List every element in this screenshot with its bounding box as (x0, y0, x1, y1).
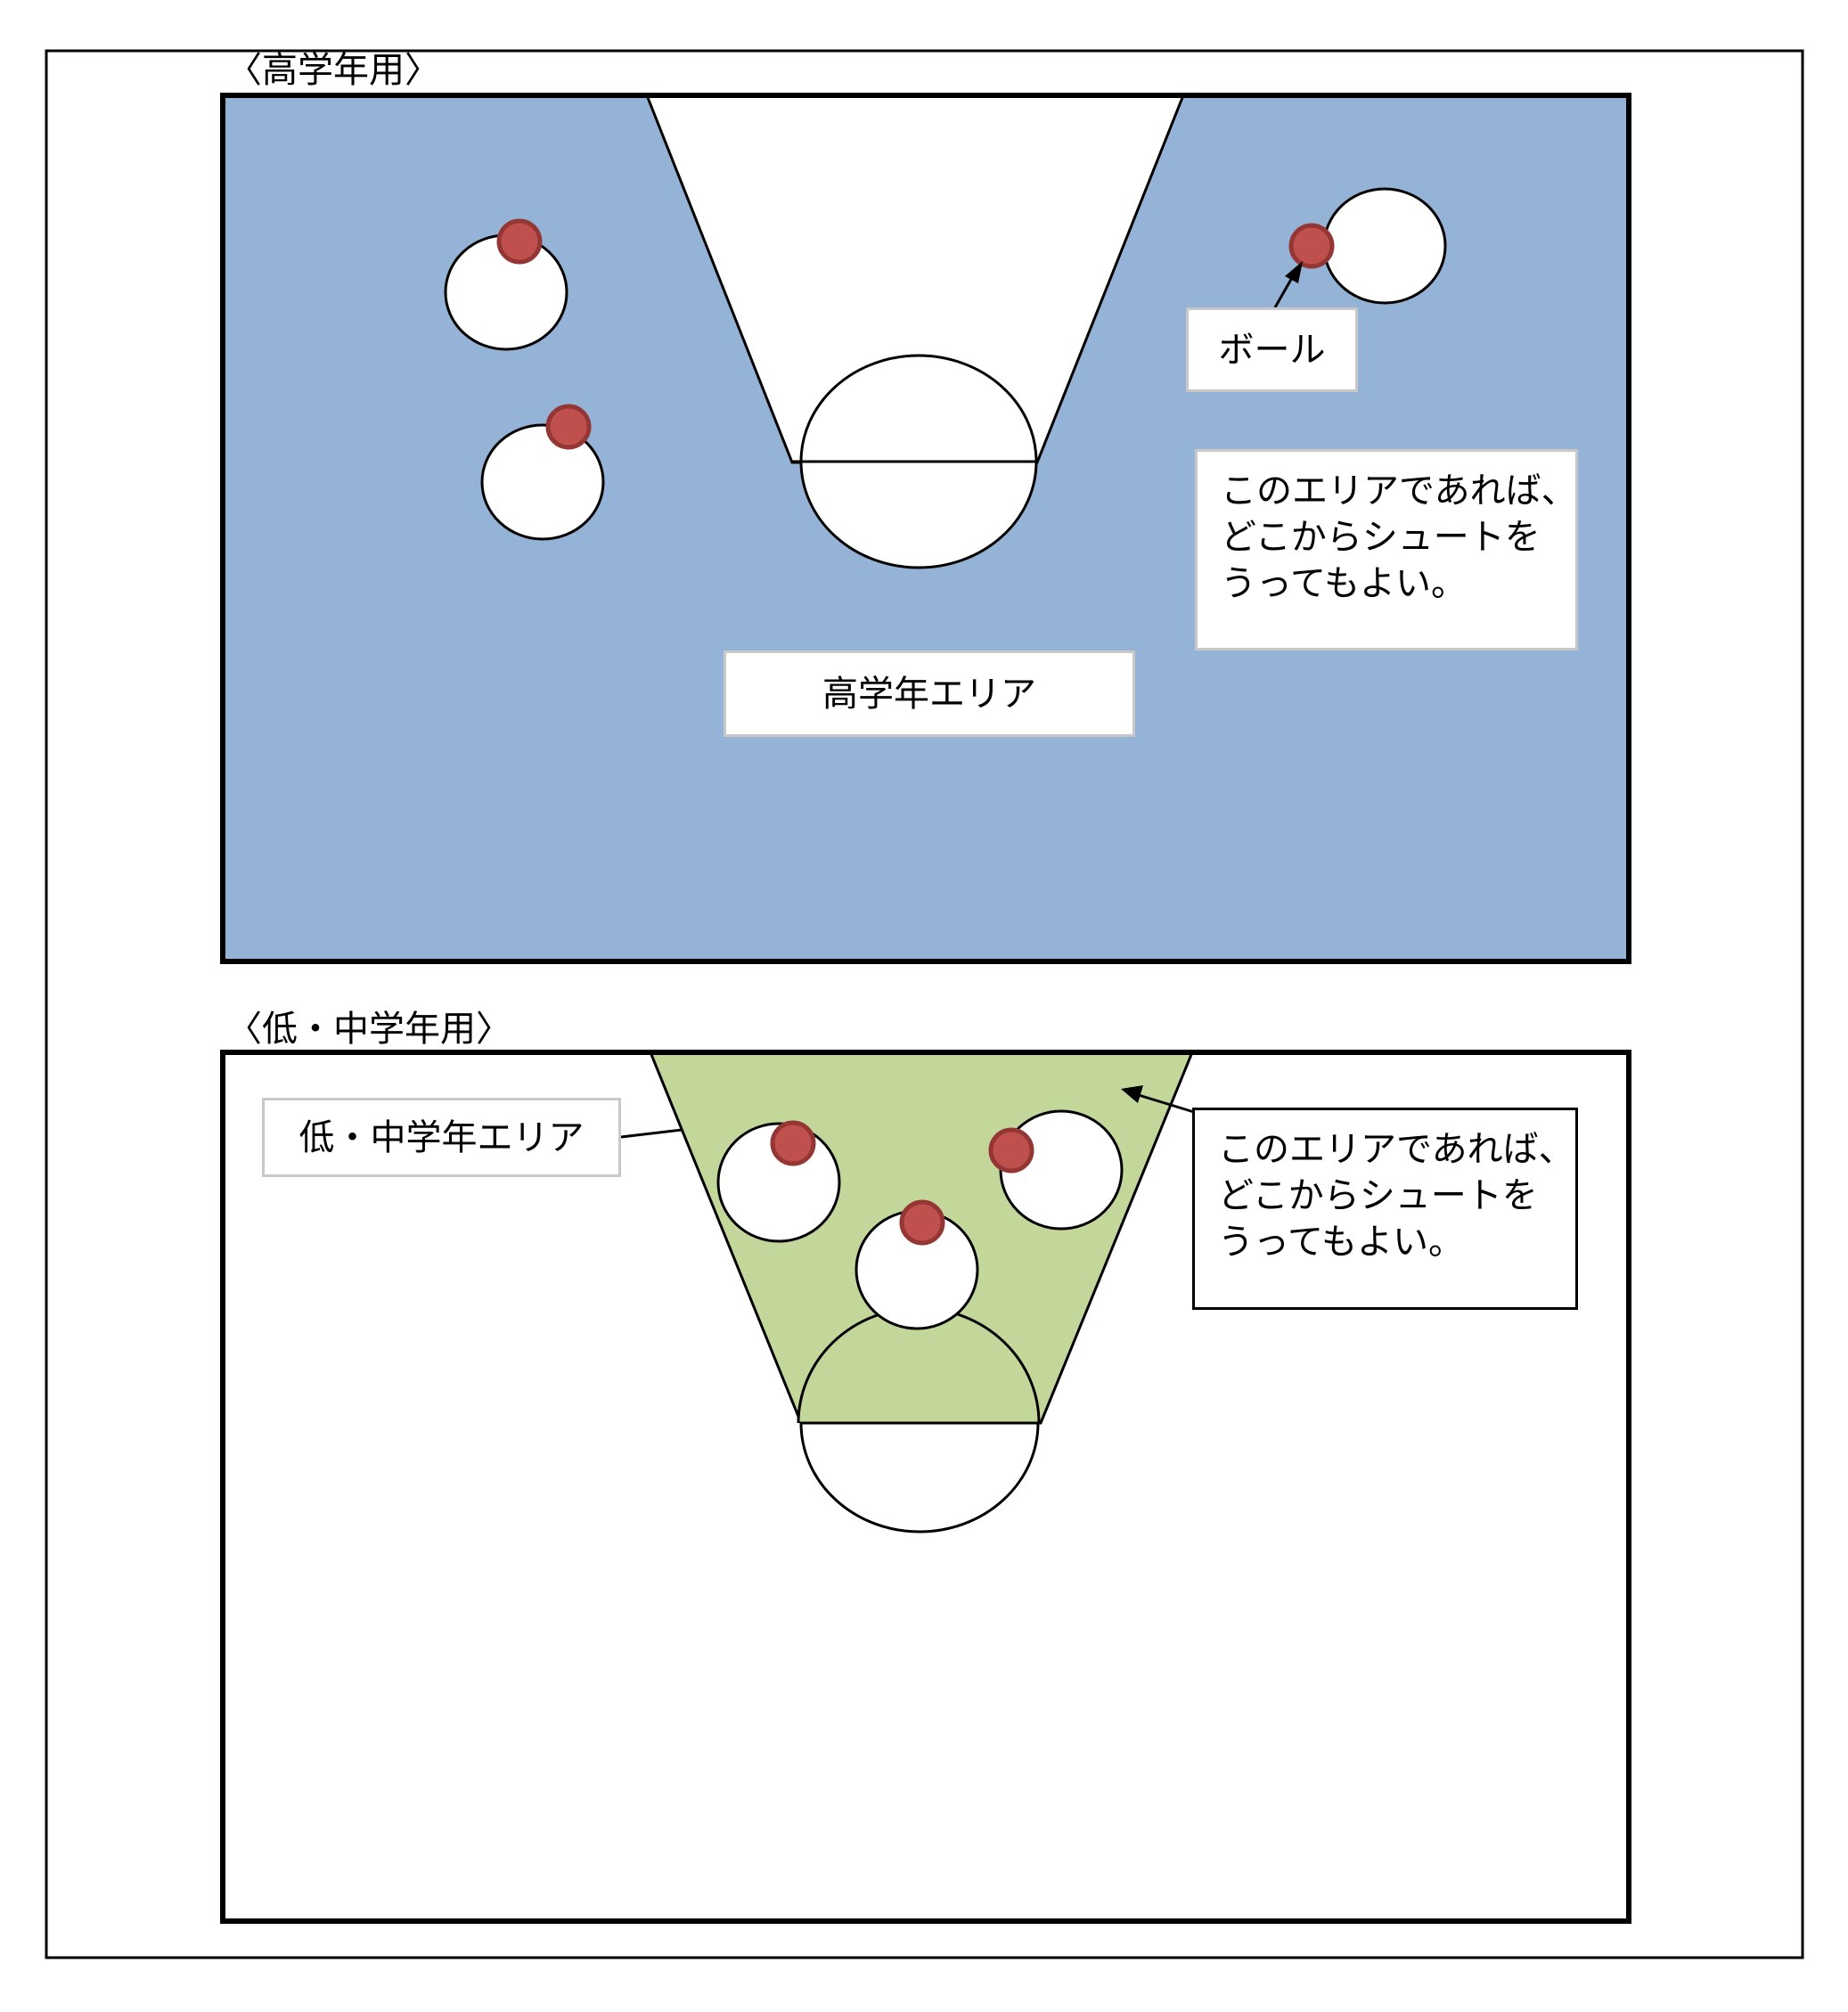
lower-note-arrowhead (1121, 1085, 1143, 1103)
upper-area-label-box: 高学年エリア (724, 650, 1135, 737)
ball (1288, 223, 1335, 269)
upper-note-box: このエリアであれば、 どこからシュートを うってもよい。 (1195, 449, 1578, 650)
lower-note-box: このエリアであれば、 どこからシュートを うってもよい。 (1192, 1108, 1578, 1310)
player (480, 423, 605, 541)
ball (899, 1199, 945, 1246)
lower-section-heading: 〈低・中学年用〉 (226, 1009, 511, 1050)
lower-note-line: どこからシュートを (1218, 1175, 1538, 1216)
ball-pointer-arrowhead (1285, 261, 1303, 283)
ball (496, 218, 543, 265)
upper-court (220, 93, 1631, 964)
outer-frame (45, 49, 1804, 1959)
upper-area-label: 高学年エリア (822, 673, 1036, 715)
ball-label-box: ボール (1186, 307, 1358, 392)
upper-section-heading: 〈高学年用〉 (226, 50, 440, 91)
lower-note-line: このエリアであれば、 (1218, 1129, 1574, 1170)
upper-court-border (220, 93, 1631, 964)
ball (988, 1127, 1034, 1174)
lower-free-throw-arc-bottom (799, 1421, 1040, 1534)
upper-note-line: どこからシュートを (1221, 517, 1541, 558)
lower-note-line: うってもよい。 (1218, 1222, 1464, 1263)
upper-note-line: このエリアであれば、 (1221, 470, 1577, 511)
upper-note-line: うってもよい。 (1221, 563, 1467, 604)
ball (545, 404, 592, 450)
ball (770, 1120, 816, 1166)
player (1322, 187, 1447, 305)
lower-court-border (220, 1050, 1631, 1924)
ball-label: ボール (1218, 329, 1326, 371)
lower-area-label-box: 低・中学年エリア (262, 1098, 621, 1177)
lower-note-arrow-line (1138, 1093, 1195, 1114)
ball-pointer-line (1273, 275, 1295, 308)
lower-area-label: 低・中学年エリア (298, 1116, 585, 1158)
lower-area-label-connector (620, 1128, 683, 1139)
